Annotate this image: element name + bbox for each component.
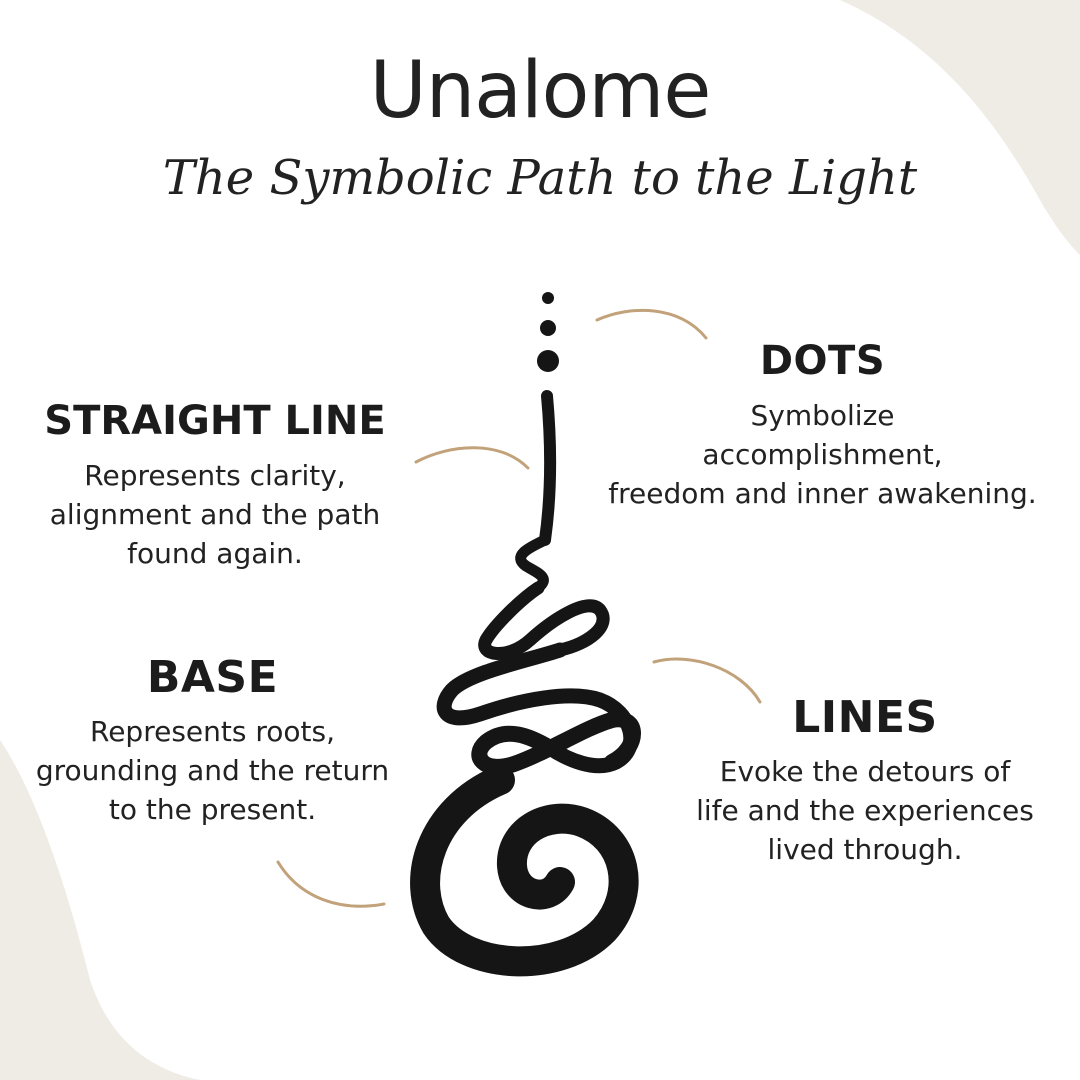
base-label-block: BASE Represents roots, grounding and the… <box>20 652 405 829</box>
base-description-line: Represents roots, <box>90 715 335 748</box>
symbol-straight-line <box>539 390 557 546</box>
dots-description: Symbolize accomplishment, freedom and in… <box>590 396 1055 513</box>
straight-line-heading: STRAIGHT LINE <box>44 398 386 444</box>
lines-description: Evoke the detours of life and the experi… <box>680 752 1050 869</box>
dots-label-block: DOTS Symbolize accomplishment, freedom a… <box>590 336 1055 513</box>
connector-dots <box>595 308 708 340</box>
symbol-loop-3 <box>471 711 641 775</box>
lines-description-line: life and the experiences <box>696 794 1034 827</box>
dots-description-line: Symbolize <box>750 399 895 432</box>
page-title: Unalome <box>369 46 712 136</box>
lines-label-block: LINES Evoke the detours of life and the … <box>680 692 1050 869</box>
base-description-line: to the present. <box>108 793 317 826</box>
base-heading: BASE <box>146 652 279 703</box>
symbol-dot-medium <box>540 320 556 336</box>
connector-lines <box>652 657 762 704</box>
background-blob-top-right <box>840 0 1080 255</box>
straight-line-label-block: STRAIGHT LINE Represents clarity, alignm… <box>30 396 400 573</box>
base-description-line: grounding and the return <box>35 754 390 787</box>
symbol-loop-1 <box>478 581 610 660</box>
page-subtitle: The Symbolic Path to the Light <box>162 150 918 206</box>
symbol-dot-small <box>542 292 554 304</box>
background-blob-bottom-left <box>0 740 200 1080</box>
straight-line-description-line: found again. <box>127 537 303 570</box>
dots-heading: DOTS <box>759 338 886 384</box>
dots-description-line: freedom and inner awakening. <box>608 477 1037 510</box>
lines-description-line: Evoke the detours of <box>719 755 1011 788</box>
lines-description-line: lived through. <box>767 833 963 866</box>
lines-heading: LINES <box>792 692 938 743</box>
connector-straight-line <box>414 446 530 470</box>
connector-lines <box>276 308 762 908</box>
straight-line-description-line: Represents clarity, <box>84 459 346 492</box>
straight-line-description-line: alignment and the path <box>49 498 381 531</box>
dots-description-line: accomplishment, <box>702 438 943 471</box>
base-description: Represents roots, grounding and the retu… <box>20 712 405 829</box>
symbol-upper-zigzag <box>515 534 551 594</box>
unalome-symbol-icon <box>410 292 641 977</box>
straight-line-description: Represents clarity, alignment and the pa… <box>30 456 400 573</box>
symbol-spiral-base <box>410 765 639 977</box>
connector-base <box>276 860 386 908</box>
symbol-dot-large <box>537 350 559 372</box>
